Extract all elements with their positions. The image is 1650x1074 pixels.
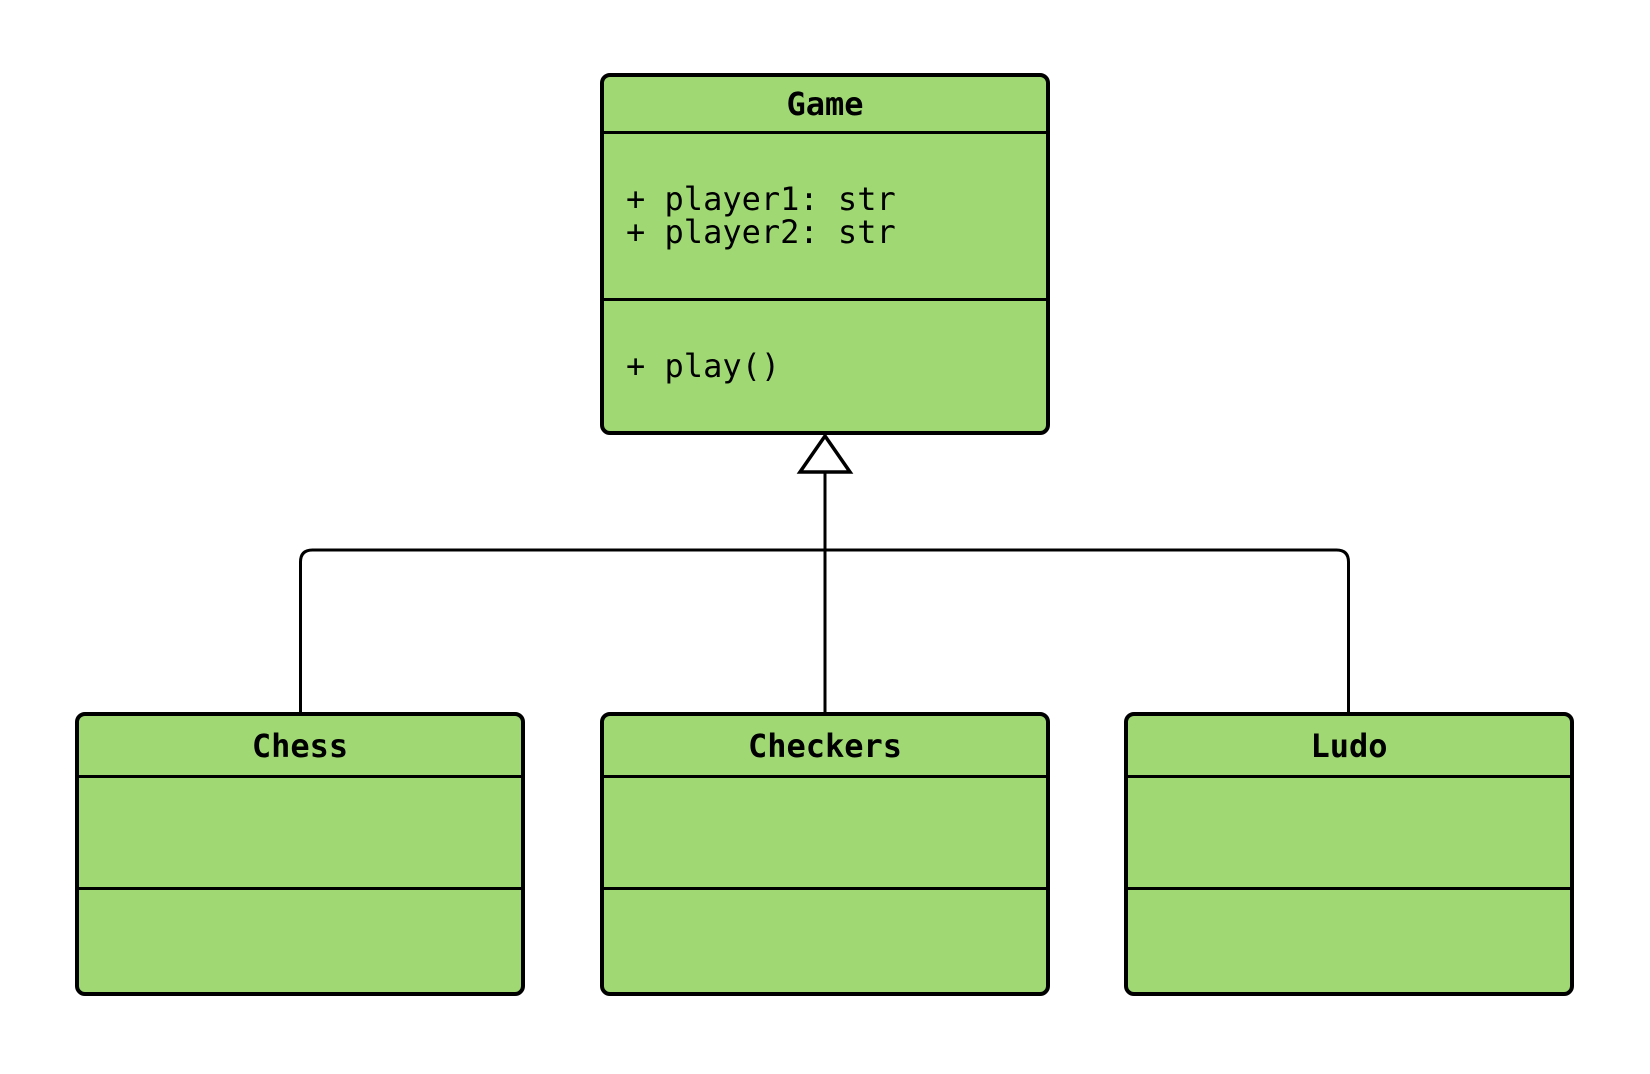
class-methods [1128, 887, 1570, 992]
inheritance-connector-branches[interactable] [299, 548, 1350, 712]
class-methods [79, 887, 521, 992]
class-attributes [604, 775, 1046, 887]
class-box-checkers[interactable]: Checkers [600, 712, 1050, 996]
attribute-line: + player1: str [626, 180, 896, 218]
class-attributes: + player1: str + player2: str [604, 131, 1046, 298]
class-title: Ludo [1310, 726, 1388, 765]
class-title: Game [786, 85, 864, 123]
attribute-line: + player2: str [626, 213, 896, 251]
class-methods: + play() [604, 298, 1046, 431]
class-box-game[interactable]: Game + player1: str + player2: str + pla… [600, 73, 1050, 435]
class-methods [604, 887, 1046, 992]
inheritance-arrowhead-icon[interactable] [796, 432, 854, 474]
class-attributes [1128, 775, 1570, 887]
class-box-ludo[interactable]: Ludo [1124, 712, 1574, 996]
class-title: Chess [251, 726, 349, 765]
class-attributes [79, 775, 521, 887]
class-title: Checkers [747, 726, 903, 765]
class-box-chess[interactable]: Chess [75, 712, 525, 996]
method-line: + play() [626, 346, 781, 385]
